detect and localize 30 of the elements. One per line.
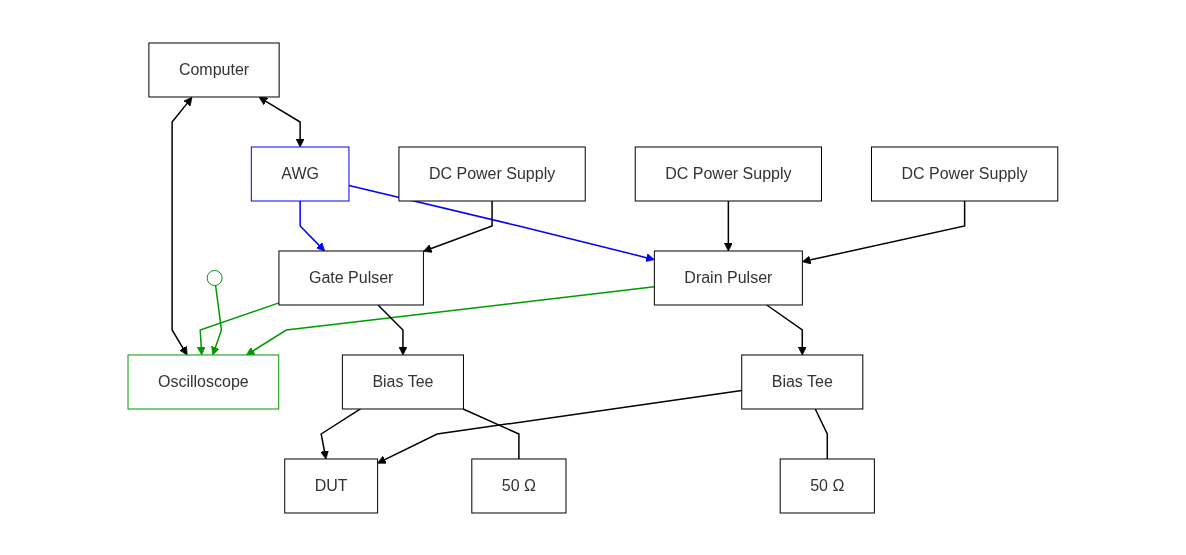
node-box: Computer xyxy=(148,42,280,97)
arrow xyxy=(802,199,966,264)
node-box: Bias Tee xyxy=(342,354,465,409)
node-box: DUT xyxy=(284,458,379,513)
arrow xyxy=(348,184,655,262)
arrow xyxy=(211,284,223,355)
node-box: DC Power Supply xyxy=(398,146,586,201)
node-box: AWG xyxy=(250,146,350,201)
node-box: DC Power Supply xyxy=(634,146,823,201)
node-box: Gate Pulser xyxy=(278,250,424,305)
arrow xyxy=(377,389,743,464)
arrow xyxy=(246,285,656,355)
connector xyxy=(462,407,520,460)
arrow xyxy=(724,199,733,251)
arrow xyxy=(196,301,280,355)
node-box: DC Power Supply xyxy=(871,146,1059,201)
arrow xyxy=(299,199,326,251)
node-box: 50 Ω xyxy=(779,458,875,513)
arrow xyxy=(766,303,807,355)
node-box: 50 Ω xyxy=(471,458,567,513)
arrow xyxy=(320,407,362,459)
arrow xyxy=(423,199,493,253)
node-box: Drain Pulser xyxy=(653,250,803,305)
arrow xyxy=(171,96,193,355)
connector xyxy=(814,407,829,460)
node-box: Oscilloscope xyxy=(127,354,280,409)
node-ellipse xyxy=(206,269,223,286)
arrow xyxy=(258,96,305,147)
arrow xyxy=(377,303,408,355)
node-box: Bias Tee xyxy=(741,354,864,409)
